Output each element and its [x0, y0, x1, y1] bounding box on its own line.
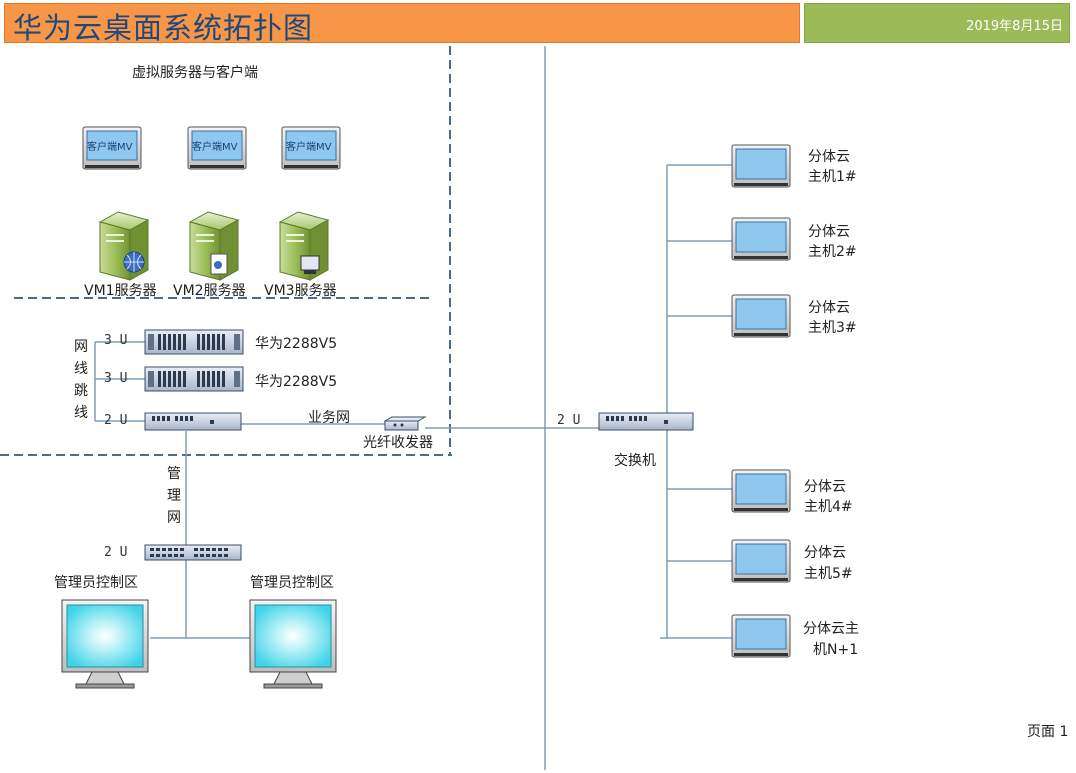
core-switch-label: 交换机 [614, 453, 656, 469]
rack-switch-icon [144, 412, 242, 431]
mgmt-net-label: 管理网 [167, 466, 181, 526]
admin-console-label: 管理员控制区 [250, 575, 334, 591]
client-monitor-icon [82, 126, 142, 170]
terminal-label-line2: 主机4# [804, 499, 853, 515]
page-number: 页面 1 [1027, 724, 1069, 740]
rack-unit-label: 3 U [104, 371, 128, 386]
terminal-label-line1: 分体云 [808, 300, 850, 316]
rack-server-label: 华为2288V5 [255, 374, 338, 390]
transceiver-label: 光纤收发器 [363, 435, 433, 451]
title-bar: 华为云桌面系统拓扑图 [4, 3, 800, 45]
admin-monitor-icon [249, 599, 337, 689]
vm-zone-title: 虚拟服务器与客户端 [132, 65, 258, 81]
client-monitor-icon [187, 126, 247, 170]
fiber-transceiver-icon [383, 416, 427, 431]
diagram-date: 2019年8月15日 [966, 19, 1063, 34]
client-label: 客户端MV [192, 142, 238, 153]
date-bar: 2019年8月15日 [804, 3, 1070, 43]
management-switch-icon [144, 544, 242, 561]
terminal-label-line1: 分体云主 [803, 621, 859, 637]
terminal-label-line1: 分体云 [804, 545, 846, 561]
terminal-label-line2: 主机1# [808, 169, 857, 185]
terminal-label-line2: 主机5# [804, 566, 853, 582]
patch-cable-label: 网线跳线 [74, 339, 88, 421]
rack-server-icon [144, 329, 244, 355]
terminal-monitor-icon [731, 294, 791, 338]
terminal-label-line1: 分体云 [808, 224, 850, 240]
rack-unit-label: 2 U [104, 413, 128, 428]
terminal-label-line1: 分体云 [808, 149, 850, 165]
core-switch-icon [598, 412, 694, 431]
vm-server-icon [278, 211, 330, 281]
terminal-monitor-icon [731, 217, 791, 261]
vm-server-icon [98, 211, 150, 281]
rack-server-label: 华为2288V5 [255, 336, 338, 352]
client-label: 客户端MV [87, 142, 133, 153]
vm-server-label: VM2服务器 [173, 283, 246, 299]
terminal-monitor-icon [731, 469, 791, 513]
terminal-label-line2: 主机3# [808, 320, 857, 336]
mgmt-switch-unit-label: 2 U [104, 545, 128, 560]
vm-server-label: VM3服务器 [264, 283, 337, 299]
admin-monitor-icon [61, 599, 149, 689]
rack-unit-label: 3 U [104, 333, 128, 348]
vm-zone-border [0, 46, 452, 456]
diagram-title: 华为云桌面系统拓扑图 [13, 11, 314, 45]
business-net-label: 业务网 [308, 410, 350, 426]
terminal-label-line2: 机N+1 [813, 642, 859, 658]
core-switch-unit-label: 2 U [557, 413, 581, 428]
terminal-monitor-icon [731, 144, 791, 188]
terminal-label-line2: 主机2# [808, 244, 857, 260]
terminal-monitor-icon [731, 539, 791, 583]
admin-console-label: 管理员控制区 [54, 575, 138, 591]
terminal-label-line1: 分体云 [804, 479, 846, 495]
rack-server-icon [144, 366, 244, 392]
client-label: 客户端MV [286, 142, 332, 153]
connection-lines [94, 164, 734, 639]
client-monitor-icon [281, 126, 341, 170]
terminal-monitor-icon [731, 614, 791, 658]
vm-server-label: VM1服务器 [84, 283, 157, 299]
vm-server-icon [188, 211, 240, 281]
